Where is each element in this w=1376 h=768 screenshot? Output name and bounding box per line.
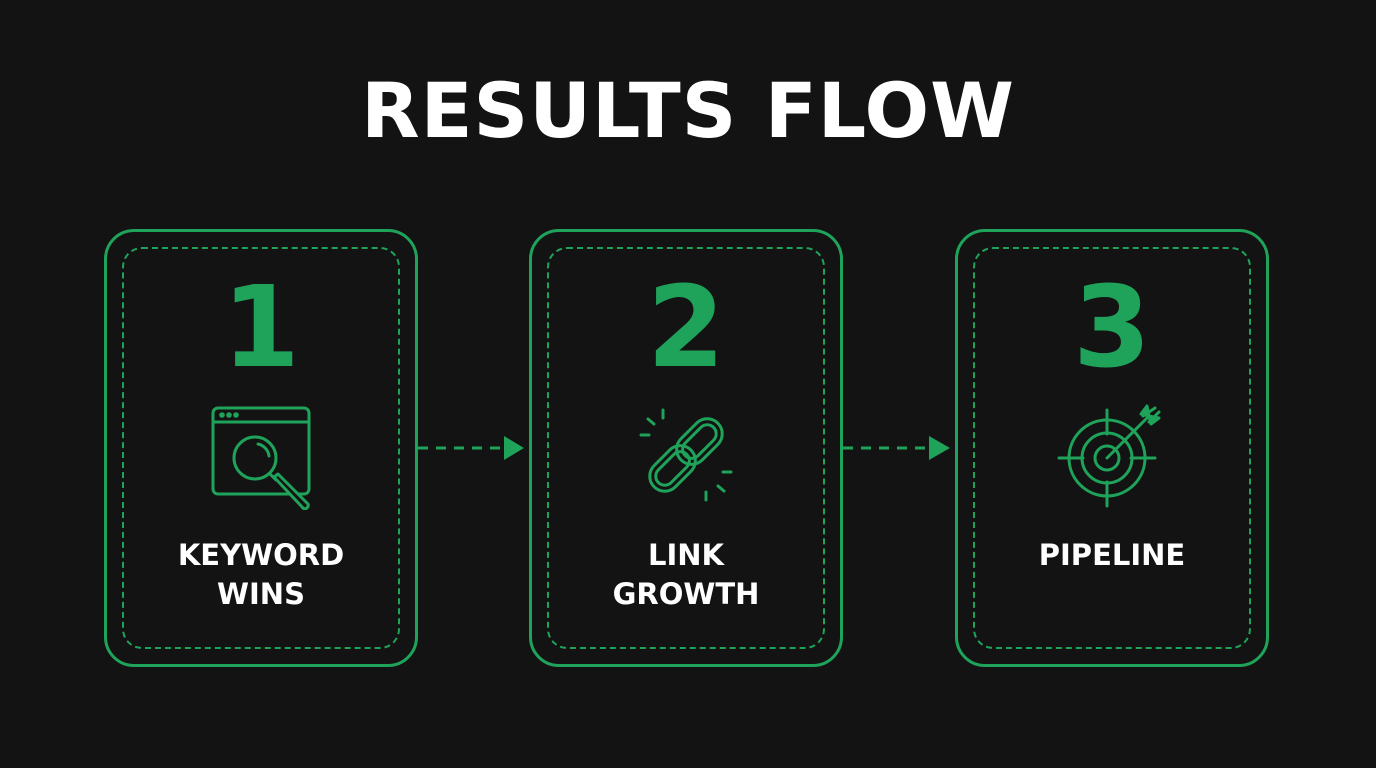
card-dashed-border [973,247,1251,649]
card-dashed-border [122,247,400,649]
step-card-1: 1 KEYWORD WINS [104,229,418,667]
page-title: RESULTS FLOW [361,66,1015,155]
step-label: KEYWORD WINS [177,538,345,611]
step-card-2: 2 LINK GROWTH [529,229,843,667]
step-card-3: 3 PIPELINE [955,229,1269,667]
target-arrow-icon [1057,400,1167,510]
step-label: PIPELINE [1038,538,1186,572]
flow-arrow-1-to-2 [418,433,528,463]
step-label: LINK GROWTH [612,538,760,611]
step-number: 1 [222,263,300,393]
flow-arrow-2-to-3 [843,433,955,463]
step-number: 2 [647,263,725,393]
step-number: 3 [1073,263,1151,393]
card-dashed-border [547,247,825,649]
browser-search-icon [206,400,316,510]
chain-link-icon [631,400,741,510]
